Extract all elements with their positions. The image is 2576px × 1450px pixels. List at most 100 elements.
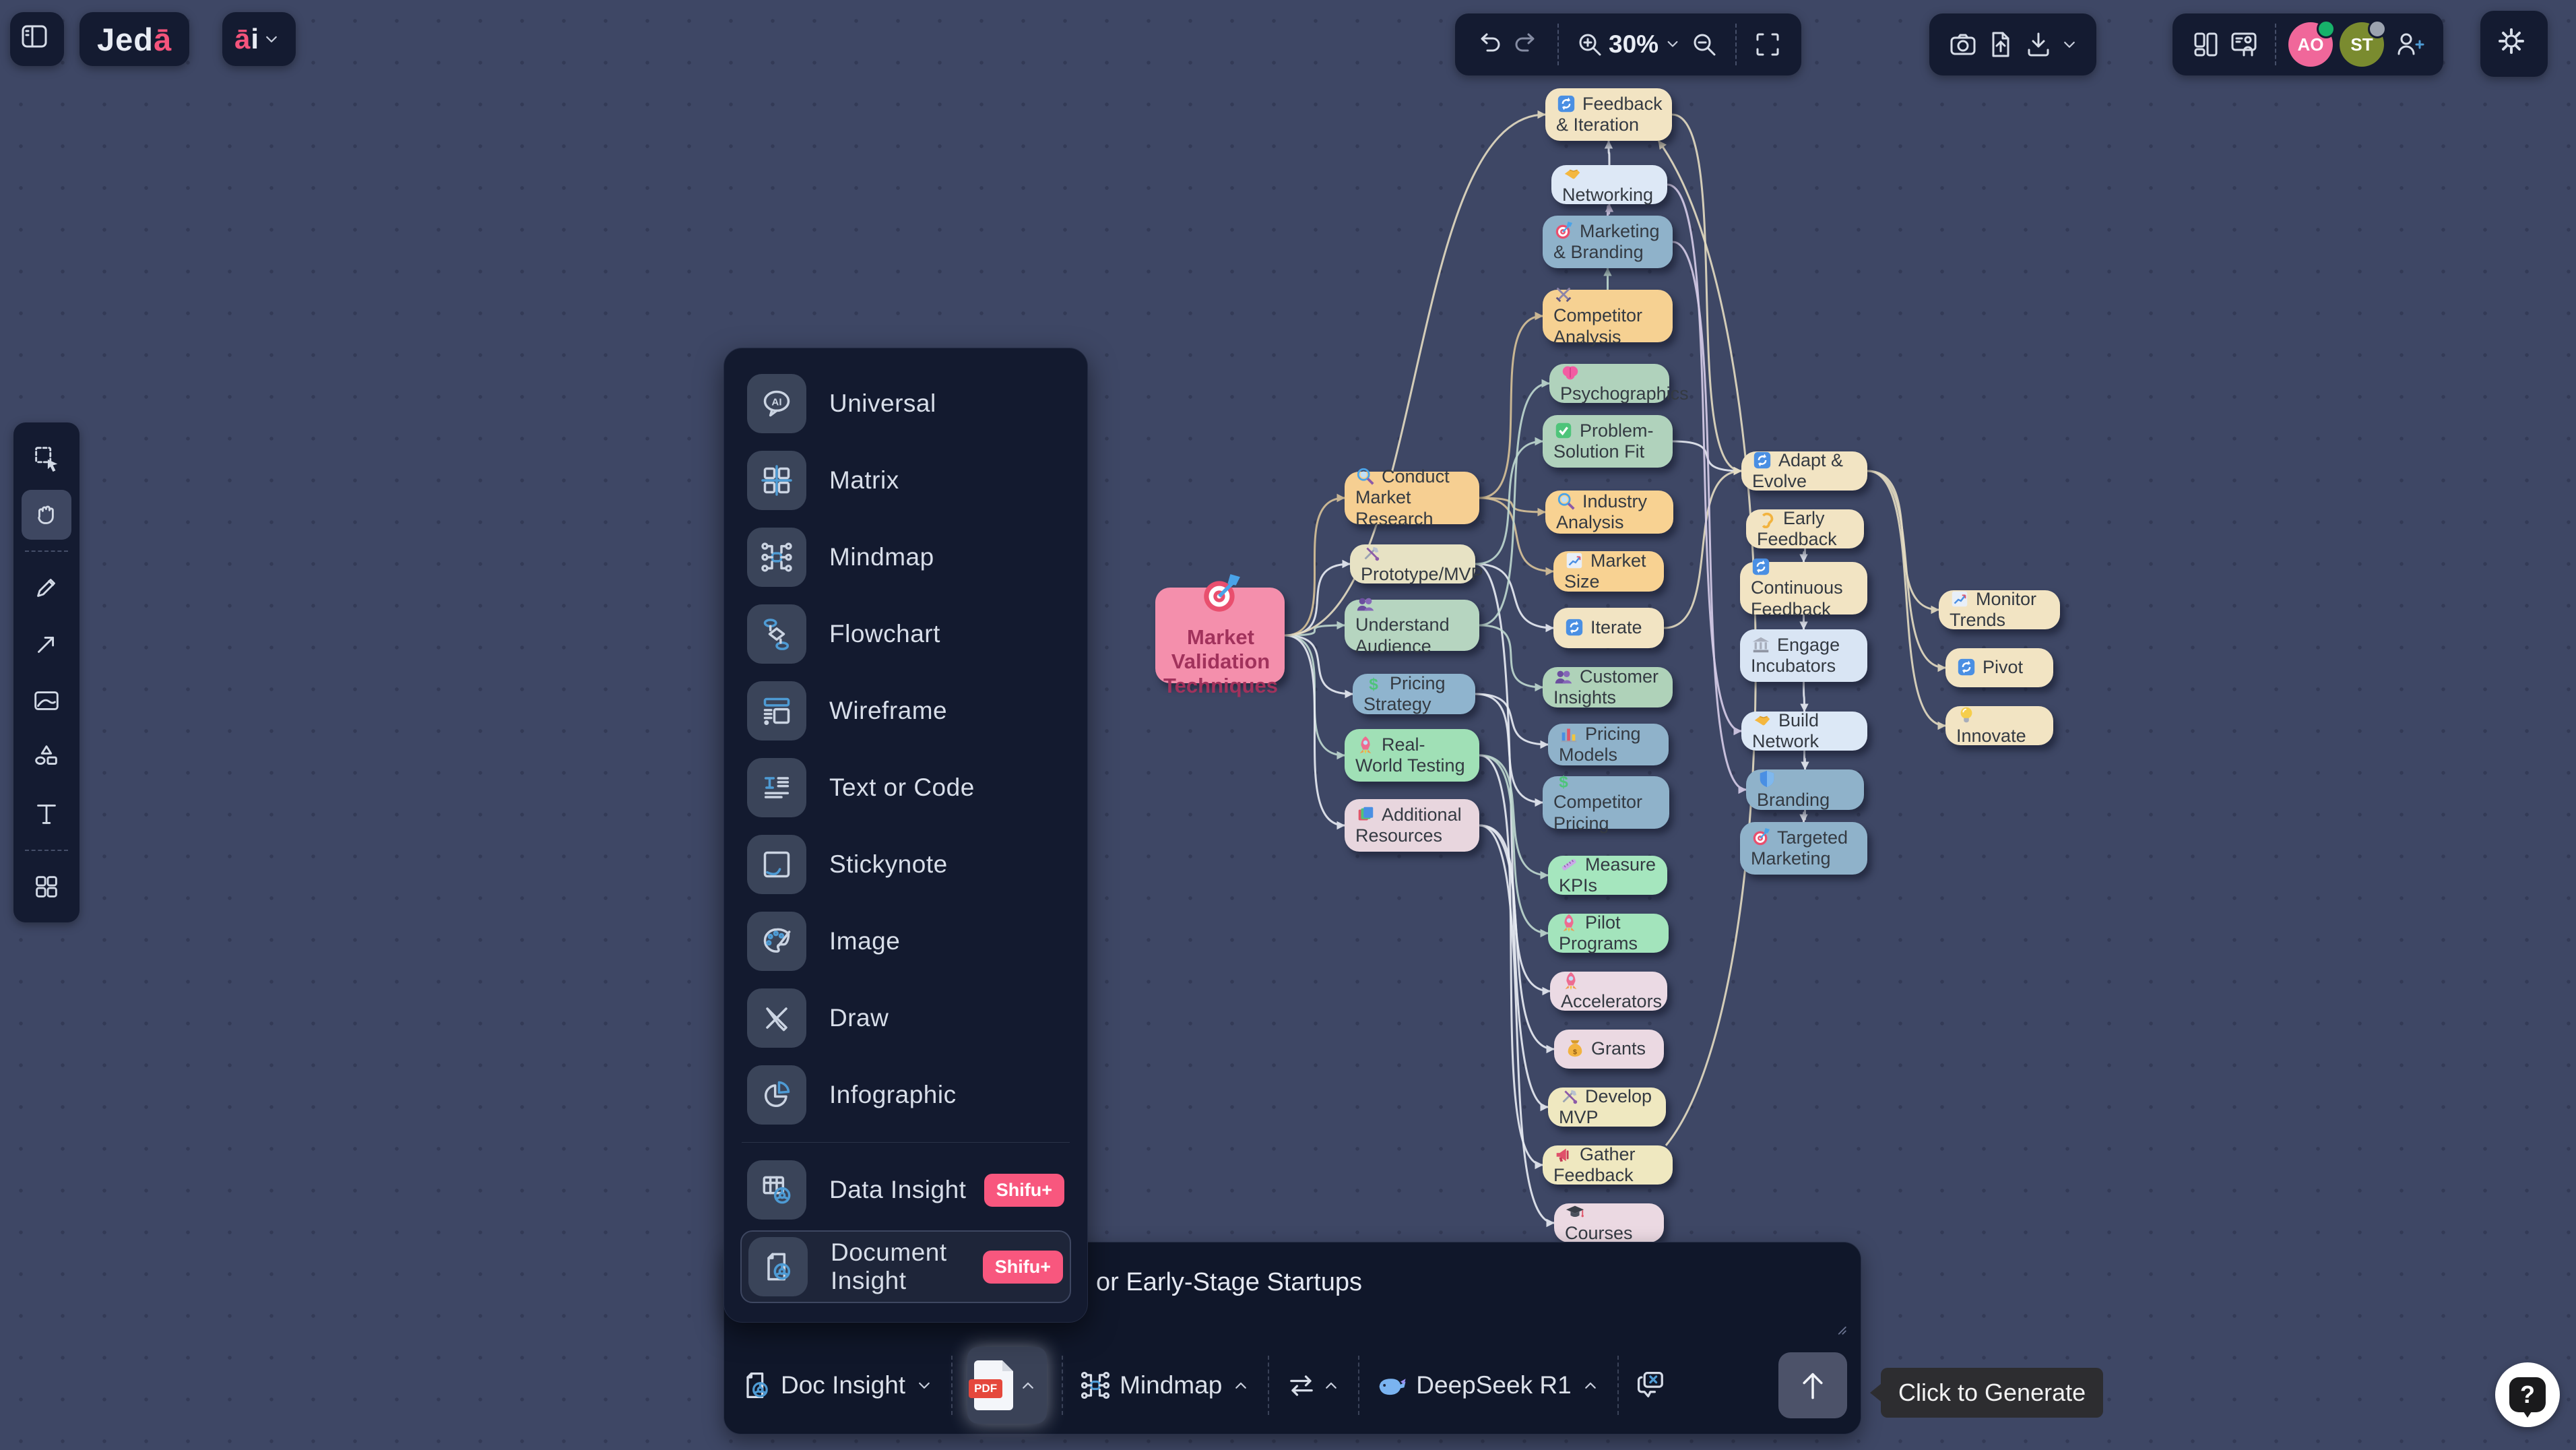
menu-item-flowchart[interactable]: Flowchart	[740, 598, 1071, 670]
sidebar-toggle-icon	[15, 18, 59, 61]
invite-button[interactable]	[2391, 26, 2428, 63]
mindmap-node-branding[interactable]: Branding	[1746, 769, 1864, 810]
menu-item-image[interactable]: Image	[740, 905, 1071, 978]
swap-icon[interactable]	[1284, 1368, 1319, 1403]
settings-button[interactable]	[2480, 11, 2548, 77]
mindmap-node-develop-mvp[interactable]: Develop MVP	[1548, 1086, 1666, 1127]
mindmap-node-customer-insights[interactable]: Customer Insights	[1543, 666, 1673, 707]
chevron-up-icon[interactable]	[1578, 1373, 1603, 1397]
tool-text[interactable]	[22, 789, 71, 839]
tool-image[interactable]	[22, 676, 71, 726]
doc-insight-icon	[739, 1368, 774, 1403]
mindmap-node-psychographics[interactable]: Psychographics	[1549, 364, 1689, 404]
mindmap-node-adapt-evolve[interactable]: Adapt & Evolve	[1741, 450, 1867, 491]
mindmap-node-pilot-programs[interactable]: Pilot Programs	[1548, 912, 1669, 953]
mindmap-node-pricing-strategy[interactable]: $Pricing Strategy	[1353, 673, 1475, 714]
mindmap-node-early-feedback[interactable]: Early Feedback	[1746, 508, 1864, 549]
tool-arrow[interactable]	[22, 619, 71, 669]
divider	[1557, 24, 1559, 65]
mindmap-node-conduct-market-research[interactable]: Conduct Market Research	[1345, 466, 1479, 529]
tool-pencil[interactable]	[22, 563, 71, 612]
output-type-select[interactable]: Mindmap	[1120, 1371, 1223, 1399]
mindmap-node-engage-incubators[interactable]: Engage Incubators	[1740, 629, 1867, 682]
mindmap-node-marketing-branding[interactable]: Marketing & Branding	[1543, 216, 1673, 268]
node-label: Pilot Programs	[1559, 912, 1638, 953]
tool-select[interactable]	[22, 433, 71, 483]
mindmap-node-measure-kpis[interactable]: Measure KPIs	[1548, 854, 1667, 895]
generator-select[interactable]: Doc Insight	[781, 1371, 906, 1399]
node-label: Build Network	[1752, 710, 1820, 751]
upload-button[interactable]	[1982, 26, 2020, 63]
avatar-ao[interactable]: AO	[2288, 20, 2336, 67]
fit-screen-button[interactable]	[1749, 26, 1786, 63]
mindmap-node-monitor-trends[interactable]: Monitor Trends	[1939, 589, 2060, 630]
logo-text: Jedā	[97, 21, 172, 57]
text-icon	[31, 798, 62, 829]
zoom-level-select[interactable]: 30%	[1609, 30, 1685, 59]
mindmap-node-competitor-pricing[interactable]: $Competitor Pricing	[1543, 773, 1669, 833]
mindmap-node-additional-resources[interactable]: Additional Resources	[1345, 799, 1479, 852]
menu-item-draw[interactable]: Draw	[740, 982, 1071, 1054]
mindmap-node-accelerators[interactable]: Accelerators	[1550, 972, 1667, 1011]
attachment-button[interactable]: PDF	[967, 1347, 1048, 1424]
tool-shapes[interactable]	[22, 732, 71, 782]
mindmap-node-root[interactable]: Market Validation Techniques	[1155, 574, 1285, 697]
menu-item-mindmap[interactable]: Mindmap	[740, 521, 1071, 594]
mindmap-node-industry-analysis[interactable]: Industry Analysis	[1545, 491, 1673, 534]
jeda-logo[interactable]: Jedā	[79, 12, 190, 66]
menu-item-wireframe[interactable]: Wireframe	[740, 674, 1071, 747]
mindmap-node-understand-audience[interactable]: Understand Audience	[1345, 598, 1479, 656]
chevron-up-icon[interactable]	[1319, 1373, 1343, 1397]
menu-item-stickynote[interactable]: Stickynote	[740, 828, 1071, 901]
prompt-input[interactable]: or Early-Stage Startups	[1096, 1268, 1362, 1296]
mindmap-node-build-network[interactable]: Build Network	[1741, 710, 1867, 751]
flowchart-icon	[747, 604, 806, 664]
screenshot-button[interactable]	[1944, 26, 1982, 63]
undo-button[interactable]	[1470, 26, 1508, 63]
mindmap-node-networking[interactable]: Networking	[1551, 165, 1667, 205]
zoom-out-button[interactable]	[1685, 26, 1723, 63]
mindmap-node-targeted-marketing[interactable]: Targeted Marketing	[1740, 822, 1867, 875]
resize-handle-icon[interactable]	[1830, 1318, 1850, 1338]
mindmap-node-continuous-feedback[interactable]: Continuous Feedback	[1740, 558, 1867, 619]
zoom-in-button[interactable]	[1571, 26, 1609, 63]
mindmap-node-real-world-testing[interactable]: Real-World Testing	[1345, 729, 1479, 782]
present-button[interactable]	[2225, 26, 2263, 63]
mindmap-node-pivot[interactable]: Pivot	[1945, 648, 2053, 687]
mindmap-node-problem-solution-fit[interactable]: Problem-Solution Fit	[1543, 415, 1673, 468]
mindmap-node-pricing-models[interactable]: Pricing Models	[1548, 724, 1669, 765]
mindmap-node-prototype-mvp[interactable]: Prototype/MVP	[1350, 544, 1483, 584]
generate-button[interactable]	[1778, 1352, 1847, 1418]
ai-menu-button[interactable]: āi	[222, 12, 296, 66]
menu-item-text-or-code[interactable]: Text or Code	[740, 751, 1071, 824]
mindmap-node-gather-feedback[interactable]: Gather Feedback	[1543, 1144, 1673, 1185]
chevron-up-icon[interactable]	[1229, 1373, 1253, 1397]
mindmap-icon	[747, 528, 806, 587]
tool-hand[interactable]	[22, 490, 71, 540]
help-button[interactable]: ?	[2495, 1362, 2560, 1427]
menu-item-label: Universal	[829, 389, 936, 417]
mindmap-node-innovate[interactable]: Innovate	[1945, 706, 2053, 746]
model-select[interactable]: DeepSeek R1	[1416, 1371, 1572, 1399]
mindmap-node-feedback-iteration[interactable]: Feedback & Iteration	[1545, 88, 1672, 141]
mindmap-node-iterate[interactable]: Iterate	[1553, 608, 1664, 648]
clear-chat-icon[interactable]	[1634, 1368, 1669, 1403]
mindmap-node-courses[interactable]: Courses	[1554, 1203, 1664, 1243]
menu-item-matrix[interactable]: Matrix	[740, 444, 1071, 517]
sidebar-toggle-button[interactable]	[10, 12, 64, 66]
avatar-st[interactable]: ST	[2340, 20, 2387, 67]
mindmap-node-competitor-analysis[interactable]: Competitor Analysis	[1543, 287, 1673, 347]
mindmap-node-market-size[interactable]: Market Size	[1553, 550, 1664, 592]
boards-button[interactable]	[2187, 26, 2225, 63]
wireframe-icon	[747, 681, 806, 740]
menu-item-infographic[interactable]: Infographic	[740, 1059, 1071, 1131]
download-button[interactable]	[2020, 26, 2057, 63]
chevron-down-icon[interactable]	[912, 1373, 936, 1397]
tool-apps[interactable]	[22, 862, 71, 912]
redo-button[interactable]	[1508, 26, 1545, 63]
mindmap-node-grants[interactable]: $Grants	[1554, 1030, 1664, 1069]
